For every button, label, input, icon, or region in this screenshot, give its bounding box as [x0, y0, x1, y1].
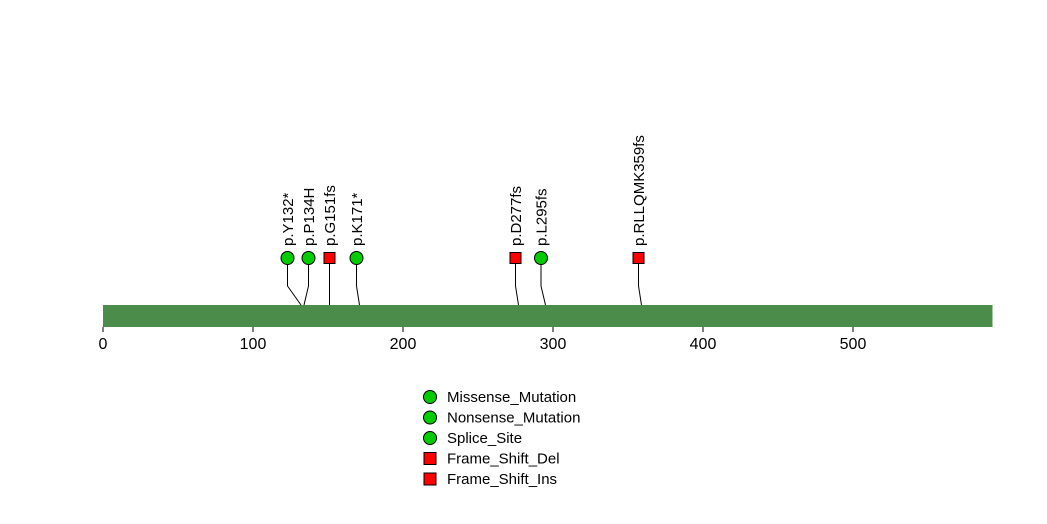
lollipop-stem: [638, 264, 642, 306]
legend-marker-frame-shift-ins: [423, 472, 437, 486]
mutation-label: p.G151fs: [322, 185, 339, 246]
mutation-label: p.L295fs: [533, 188, 550, 246]
lollipop-stem: [515, 264, 519, 306]
axis-tick-label: 100: [240, 336, 267, 353]
mutation-label: p.K171*: [349, 192, 366, 246]
legend-label: Missense_Mutation: [447, 389, 576, 406]
legend-marker-splice-site: [423, 431, 437, 445]
legend-label: Frame_Shift_Ins: [447, 471, 557, 488]
lollipop-stem: [303, 264, 309, 306]
mutation-label: p.RLLQMK359fs: [631, 135, 648, 246]
axis-tick-label: 400: [690, 336, 717, 353]
mutation-marker-square: [632, 252, 645, 264]
mutation-marker-circle: [280, 251, 295, 265]
mutation-marker-square: [323, 252, 336, 264]
mutation-label: p.P134H: [301, 188, 318, 246]
legend-label: Splice_Site: [447, 430, 522, 447]
legend-label: Frame_Shift_Del: [447, 451, 560, 468]
mutation-marker-circle: [301, 251, 316, 265]
axis-tick-label: 200: [390, 336, 417, 353]
axis-tick-label: 0: [99, 336, 108, 353]
lollipop-stem: [356, 264, 360, 306]
protein-backbone: [103, 305, 993, 327]
lollipop-stem: [287, 264, 302, 306]
legend-label: Nonsense_Mutation: [447, 410, 580, 427]
legend-marker-nonsense-mutation: [423, 410, 437, 425]
legend-marker-missense-mutation: [423, 390, 437, 404]
axis-tick-label: 300: [540, 336, 567, 353]
mutation-marker-circle: [349, 251, 364, 265]
mutation-label: p.Y132*: [280, 192, 297, 246]
axis-tick-label: 500: [840, 336, 867, 353]
mutation-marker-circle: [534, 251, 548, 265]
mutation-label: p.D277fs: [508, 186, 525, 246]
mutation-marker-square: [509, 252, 522, 264]
legend-marker-frame-shift-del: [423, 452, 437, 465]
lollipop-stem: [540, 264, 546, 306]
